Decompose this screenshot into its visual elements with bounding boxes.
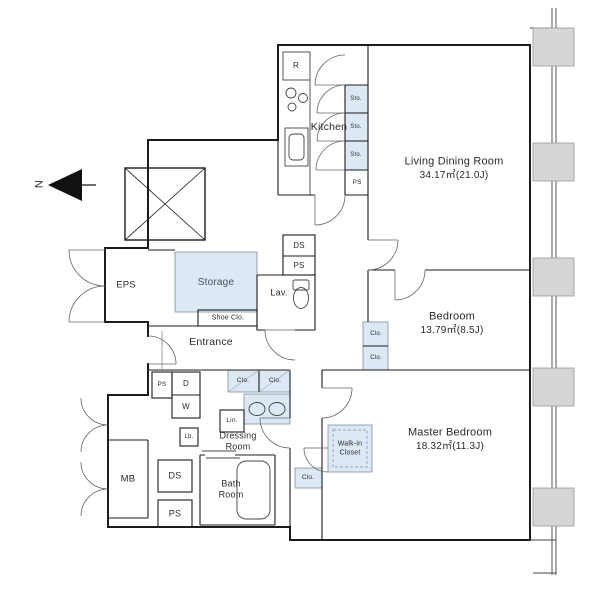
ps-bottom-box	[157, 499, 193, 528]
room-label-storage: Storage	[197, 277, 235, 288]
wash-basin-icon	[248, 402, 266, 416]
label-ds-bottom: DS	[168, 470, 182, 481]
label-clo-master: Clo.	[301, 473, 315, 481]
compass-north-label: N	[33, 179, 46, 189]
interior-walls	[108, 45, 530, 540]
label-mb: MB	[120, 473, 136, 485]
room-label-master-bedroom: Master Bedroom	[407, 426, 493, 439]
label-ds-mid: DS	[293, 241, 305, 250]
room-label-kitchen: Kitchen	[310, 120, 348, 133]
column	[532, 27, 575, 67]
room-label-living-dining: Living Dining Room	[404, 155, 504, 168]
label-ps-kitchen: PS	[352, 178, 362, 186]
label-laundry-box: Lb.	[184, 434, 194, 440]
room-area-bedroom: 13.79㎡(8.5J)	[420, 325, 484, 336]
ps-small-box	[151, 371, 173, 399]
label-eps: EPS	[116, 279, 136, 291]
toilet-icon	[293, 287, 309, 309]
label-sto-1: Sto.	[350, 96, 362, 102]
bedroom-door	[394, 269, 426, 301]
shoe-closet-box	[197, 309, 258, 327]
living-door	[367, 239, 399, 271]
eps-door	[68, 285, 106, 323]
label-sto-3: Sto.	[350, 152, 362, 158]
label-dryer: D	[183, 379, 189, 388]
walk-in-closet-hanger	[332, 429, 368, 468]
label-washer: W	[182, 402, 190, 411]
kitchen-top-door	[314, 54, 346, 86]
label-clo-dressing-2: Clo.	[268, 376, 282, 384]
room-label-lavatory: Lav.	[270, 287, 288, 298]
north-arrow-icon	[48, 169, 82, 201]
sto-door	[316, 84, 346, 114]
label-refrigerator: R	[293, 61, 299, 70]
label-ps-utility: PS	[157, 380, 167, 388]
compass	[48, 169, 96, 201]
laundry-box	[179, 427, 199, 447]
exterior-walls	[104, 44, 531, 541]
room-area-master-bedroom: 18.32㎡(11.3J)	[415, 441, 485, 452]
label-linen: Lin.	[226, 416, 238, 424]
kitchen-sink	[284, 127, 309, 167]
toilet-tank-icon	[292, 279, 310, 291]
washbasin-counter	[243, 393, 291, 425]
kitchen-hall-door	[314, 194, 346, 226]
label-clo-dressing-1: Clo.	[236, 376, 250, 384]
ds-bottom-box	[157, 459, 193, 493]
front-door	[147, 335, 177, 365]
linen-box	[219, 409, 245, 433]
master-bedroom-door	[321, 387, 353, 419]
room-label-dressing-2: Room	[225, 441, 251, 452]
ds-ps-shaft	[282, 234, 316, 276]
stove-burner-icon	[285, 87, 297, 99]
label-ps-mid: PS	[293, 261, 305, 270]
structural-columns	[532, 27, 575, 527]
walk-in-closet-area	[327, 424, 373, 473]
closet-fills	[174, 84, 389, 489]
mb-door	[80, 397, 109, 453]
room-label-entrance: Entrance	[189, 335, 233, 348]
label-shoe-closet: Shoe Clo.	[211, 314, 245, 322]
room-label-dressing-1: Dressing	[219, 430, 257, 441]
walk-in-closet-door	[303, 447, 329, 473]
stove-burner-icon	[287, 102, 297, 112]
room-label-wic-1: Walk-in	[337, 440, 363, 448]
label-ps-bottom: PS	[168, 508, 182, 519]
fixtures	[161, 51, 368, 520]
column	[532, 257, 575, 297]
refrigerator-box	[282, 51, 311, 81]
dressing-room-door	[259, 417, 291, 449]
stove-burner-icon	[298, 93, 308, 103]
column	[532, 142, 575, 182]
label-sto-2: Sto.	[350, 124, 362, 130]
room-label-bath-2: Room	[218, 489, 244, 500]
room-label-bath-1: Bath	[221, 478, 241, 489]
label-clo-bedroom-2: Clo.	[370, 355, 382, 361]
bath-sliding-door	[202, 450, 240, 459]
column	[532, 367, 575, 407]
wash-basin-icon	[268, 402, 286, 416]
lavatory-door	[264, 329, 296, 361]
mb-door	[80, 461, 109, 517]
eps-door	[68, 249, 106, 287]
kitchen-sink-bowl	[288, 133, 305, 161]
bathtub-icon	[236, 460, 271, 520]
room-area-living-dining: 34.17㎡(21.0J)	[419, 170, 489, 181]
room-label-bedroom: Bedroom	[428, 310, 476, 323]
elevator-shaft	[124, 167, 206, 241]
room-label-wic-2: Closet	[339, 449, 361, 457]
column	[532, 487, 575, 527]
sto-door	[315, 140, 346, 171]
closet-hatch-lines	[227, 369, 291, 393]
door-swings	[68, 54, 426, 517]
label-clo-bedroom-1: Clo.	[370, 331, 382, 337]
storage-room-area	[174, 251, 258, 313]
